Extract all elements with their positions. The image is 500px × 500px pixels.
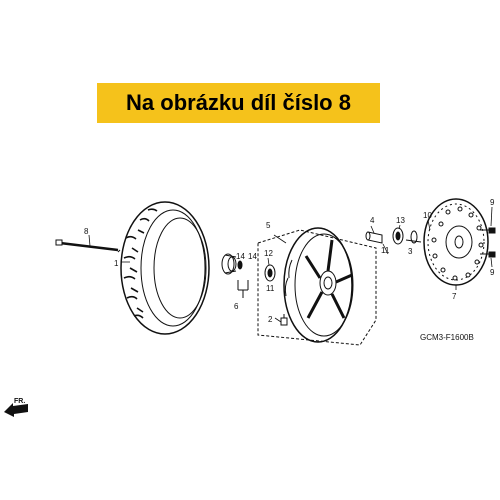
callout-8: 8 bbox=[84, 227, 89, 236]
callout-9b: 9 bbox=[490, 268, 495, 277]
callout-13: 13 bbox=[396, 216, 405, 225]
brake-disc-part[interactable] bbox=[423, 198, 489, 286]
callout-14a: 14 bbox=[236, 252, 245, 261]
disc-bolt-part[interactable] bbox=[480, 227, 496, 258]
part-number-banner: Na obrázku díl číslo 8 bbox=[97, 83, 380, 123]
callout-labels: 8 1 5 14 14 6 12 11 2 4 13 11 3 10 9 9 7 bbox=[84, 198, 495, 324]
distance-collar-part[interactable] bbox=[365, 231, 383, 244]
callout-14b: 14 bbox=[248, 252, 257, 261]
dust-seal-part[interactable] bbox=[405, 230, 422, 244]
callout-7: 7 bbox=[452, 292, 457, 301]
callout-9a: 9 bbox=[490, 198, 495, 207]
bracket-lines bbox=[237, 280, 249, 298]
callout-6: 6 bbox=[234, 302, 239, 311]
wheel-assembly-box bbox=[257, 229, 377, 346]
bearing-right-part[interactable] bbox=[392, 227, 404, 245]
diagram-code: GCM3-F1600B bbox=[420, 333, 474, 342]
bearing-left-part[interactable] bbox=[264, 264, 276, 282]
rim-part[interactable] bbox=[283, 227, 354, 343]
callout-10: 10 bbox=[423, 211, 432, 220]
front-arrow-icon bbox=[4, 403, 28, 417]
callout-3: 3 bbox=[408, 247, 413, 256]
front-direction-label: FR. bbox=[14, 398, 25, 405]
callout-1: 1 bbox=[114, 259, 119, 268]
callout-2: 2 bbox=[268, 315, 273, 324]
banner-text: Na obrázku díl číslo 8 bbox=[126, 90, 351, 115]
valve-part[interactable] bbox=[280, 314, 288, 326]
callout-11a: 11 bbox=[266, 284, 275, 293]
leader-lines bbox=[88, 206, 493, 323]
callout-11b: 11 bbox=[381, 246, 390, 255]
callout-5: 5 bbox=[266, 221, 271, 230]
callout-12: 12 bbox=[264, 249, 273, 258]
axle-part[interactable] bbox=[55, 239, 121, 253]
tire-part[interactable] bbox=[120, 201, 210, 335]
collar-part[interactable] bbox=[221, 253, 243, 275]
callout-4: 4 bbox=[370, 216, 375, 225]
